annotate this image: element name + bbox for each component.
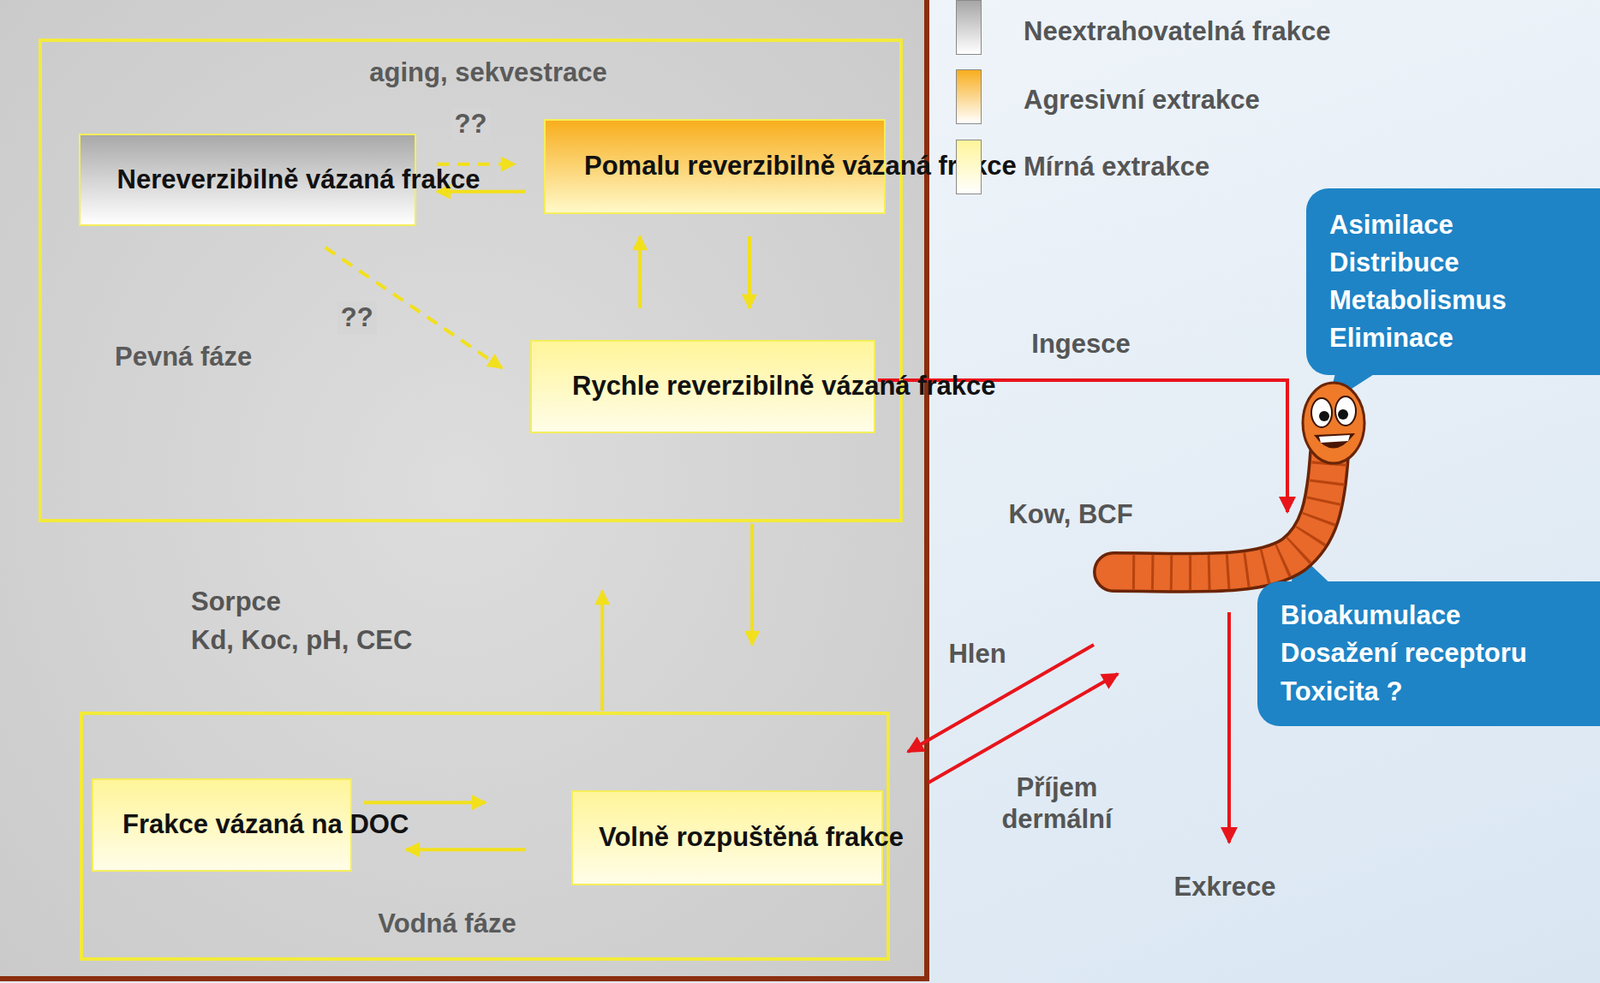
connector-arrow: [750, 524, 754, 645]
ingestion-arrow: [877, 380, 1288, 513]
connector-arrow: [364, 800, 486, 805]
annotation-label: Kd, Koc, pH, CEC: [191, 624, 412, 657]
region-label: Pevná fáze: [114, 340, 252, 373]
annotation-label: Kow, BCF: [1008, 498, 1133, 531]
worm-pupil: [1337, 409, 1349, 420]
connector-arrow: [325, 247, 502, 369]
annotation-label: Příjem dermální: [988, 771, 1126, 836]
callout-text: Toxicita ?: [1280, 673, 1403, 711]
worm-segments: [1122, 462, 1330, 574]
connector-arrow: [747, 236, 752, 309]
fraction-box: Rychle reverzibilně vázaná frakce: [530, 340, 876, 434]
fraction-box: Volně rozpuštěná frakce: [571, 790, 884, 886]
excretion-arrow: [1227, 612, 1231, 843]
box-label: Frakce vázaná na DOC: [122, 807, 322, 842]
connector-arrow: [600, 591, 604, 711]
worm-eye: [1335, 396, 1356, 426]
box-label: Pomalu reverzibilně vázaná frakce: [584, 149, 846, 184]
fraction-box: Frakce vázaná na DOC: [91, 778, 353, 872]
callout-text: Eliminace: [1329, 319, 1454, 358]
connector-arrow: [405, 847, 526, 852]
annotation-label: Exkrece: [1174, 871, 1277, 903]
worm-head: [1302, 382, 1365, 464]
callout-bubble: AsimilaceDistribuceMetabolismusEliminace: [1306, 188, 1600, 376]
legend-label: Agresivní extrakce: [1023, 84, 1260, 116]
worm-eye: [1311, 398, 1332, 428]
worm-mouth: [1313, 433, 1356, 449]
annotation-label: Ingesce: [1031, 328, 1130, 360]
box-label: Rychle reverzibilně vázaná frakce: [572, 369, 834, 404]
fraction-box: Pomalu reverzibilně vázaná frakce: [543, 119, 886, 215]
callout-text: Asimilace: [1329, 206, 1454, 245]
connector-arrow: [436, 190, 526, 194]
legend-label: Neextrahovatelná frakce: [1023, 16, 1331, 48]
callout-text: Metabolismus: [1329, 281, 1507, 320]
worm-body: [1113, 453, 1330, 574]
fraction-box: Nereverzibilně vázaná frakce: [78, 133, 417, 227]
dermal-uptake-arrow: [928, 674, 1118, 783]
callout-text: Bioakumulace: [1280, 597, 1461, 635]
worm-outline: [1113, 453, 1330, 574]
callout-bubble: BioakumulaceDosažení receptoruToxicita ?: [1257, 581, 1600, 727]
region-label: aging, sekvestrace: [369, 56, 607, 89]
water-phase-region: Vodná fáze Frakce vázaná na DOC Volně rozp…: [79, 711, 890, 962]
callout-text: Dosažení receptoru: [1280, 634, 1528, 673]
region-label: Vodná fáze: [377, 907, 516, 940]
edge-label: ??: [451, 107, 491, 140]
box-label: Volně rozpuštěná frakce: [598, 820, 856, 855]
box-label: Nereverzibilně vázaná frakce: [117, 162, 379, 198]
callout-text: Distribuce: [1329, 244, 1460, 282]
legend-label: Mírná extrakce: [1023, 151, 1210, 183]
legend-swatch: [955, 69, 982, 125]
worm-pupil: [1319, 411, 1330, 422]
edge-label: ??: [337, 302, 377, 335]
annotation-label: Hlen: [948, 638, 1006, 670]
connector-arrow: [436, 162, 515, 167]
connector-arrow: [638, 236, 642, 309]
soil-panel: [0, 0, 927, 980]
worm-teeth: [1319, 435, 1350, 443]
legend-swatch: [955, 139, 982, 195]
legend-swatch: [955, 0, 982, 55]
annotation-label: Sorpce: [191, 585, 281, 618]
